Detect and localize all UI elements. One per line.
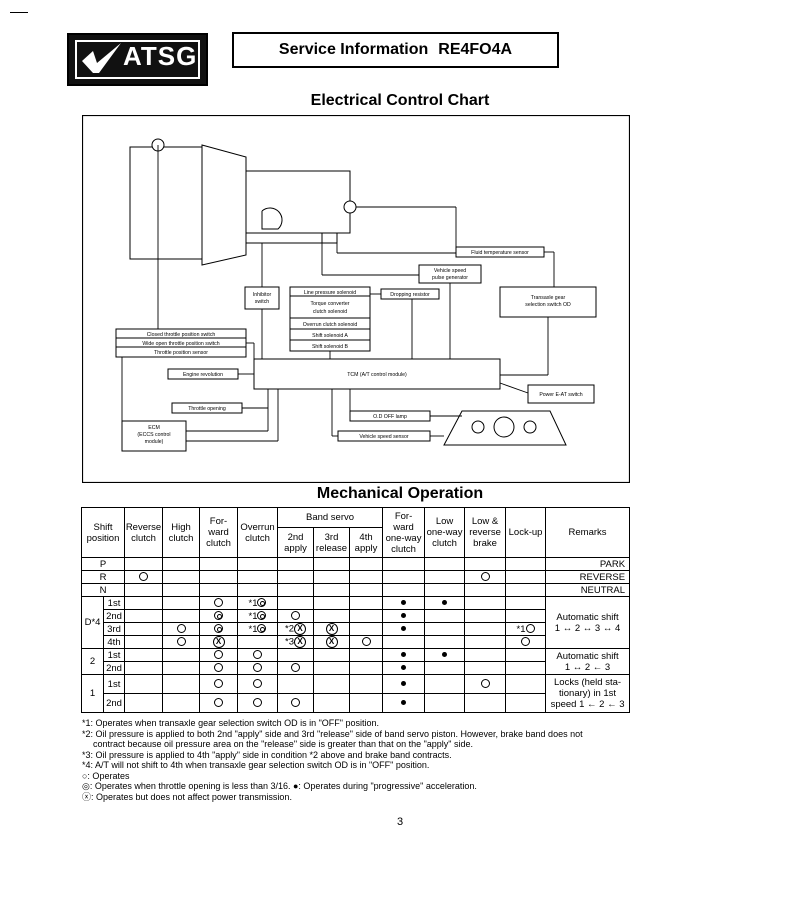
svg-text:Fluid temperature sensor: Fluid temperature sensor (471, 250, 529, 256)
logo-text: ATSG (123, 41, 198, 71)
note-4: *4: A/T will not shift to 4th when trans… (82, 760, 430, 770)
svg-text:Closed throttle position switc: Closed throttle position switch (147, 332, 216, 338)
corner-mark (10, 12, 28, 13)
page-title: Service Information RE4FO4A (232, 32, 559, 68)
table-row: 2nd (82, 693, 630, 713)
svg-text:(ECCS control: (ECCS control (137, 432, 170, 438)
svg-text:Transaxle gear: Transaxle gear (531, 295, 566, 301)
svg-text:clutch solenoid: clutch solenoid (313, 309, 347, 315)
legend-throttle: ◎: Operates when throttle opening is les… (82, 781, 477, 791)
svg-text:Engine revolution: Engine revolution (183, 372, 223, 378)
table-row: 2nd *1 (82, 609, 630, 623)
note-2: *2: Oil pressure is applied to both 2nd … (82, 728, 583, 739)
svg-text:Line pressure solenoid: Line pressure solenoid (304, 290, 356, 296)
svg-text:Inhibitor: Inhibitor (253, 292, 272, 298)
svg-text:Overrun clutch solenoid: Overrun clutch solenoid (303, 322, 358, 328)
svg-text:Vehicle speed: Vehicle speed (434, 268, 466, 274)
table-notes: *1: Operates when transaxle gear selecti… (82, 718, 642, 802)
model-text: RE4FO4A (438, 41, 513, 58)
page-number: 3 (396, 816, 404, 828)
atsg-logo: ATSG (67, 33, 208, 86)
svg-text:switch: switch (255, 299, 270, 305)
electrical-heading: Electrical Control Chart (310, 92, 490, 109)
svg-text:selection switch OD: selection switch OD (525, 302, 571, 308)
svg-text:Vehicle speed sensor: Vehicle speed sensor (359, 434, 409, 440)
svg-text:TCM (A/T control module): TCM (A/T control module) (347, 372, 407, 378)
note-2-cont: contract because oil pressure area on th… (93, 739, 474, 749)
svg-text:Shift solenoid A: Shift solenoid A (312, 333, 348, 339)
legend-operates: ○: Operates (82, 770, 130, 781)
hdr-lock-up: Lock-up (505, 507, 547, 558)
electrical-control-diagram: Fluid temperature sensor Vehicle speed p… (82, 115, 630, 483)
note-3: *3: Oil pressure is applied to 4th "appl… (82, 749, 452, 760)
table-row: R REVERSE (81, 570, 631, 584)
svg-text:O.D OFF lamp: O.D OFF lamp (373, 414, 407, 420)
svg-text:ECM: ECM (148, 425, 160, 431)
svg-text:Throttle opening: Throttle opening (188, 406, 226, 412)
svg-text:Dropping resistor: Dropping resistor (390, 292, 430, 298)
svg-text:pulse generator: pulse generator (432, 275, 468, 281)
note-1: *1: Operates when transaxle gear selecti… (82, 718, 380, 728)
hdr-band-servo: Band servo (276, 507, 384, 528)
hdr-remarks: Remarks (545, 507, 631, 558)
svg-text:Shift solenoid B: Shift solenoid B (312, 344, 349, 350)
transaxle-drawing (129, 138, 357, 266)
legend-no-effect: ⓧ: Operates but does not affect power tr… (82, 791, 292, 802)
title-text: Service Information (278, 41, 429, 58)
table-row: N NEUTRAL (81, 583, 631, 597)
svg-text:Power E-AT switch: Power E-AT switch (539, 392, 582, 398)
svg-text:Torque converter: Torque converter (311, 301, 350, 307)
svg-text:module): module) (145, 439, 164, 445)
svg-text:Wide open throttle position sw: Wide open throttle position switch (142, 341, 219, 347)
table-row: P PARK (81, 557, 631, 571)
mechanical-heading: Mechanical Operation (316, 485, 484, 502)
svg-text:Throttle position sensor: Throttle position sensor (154, 350, 208, 356)
logo-check-icon (82, 43, 121, 73)
